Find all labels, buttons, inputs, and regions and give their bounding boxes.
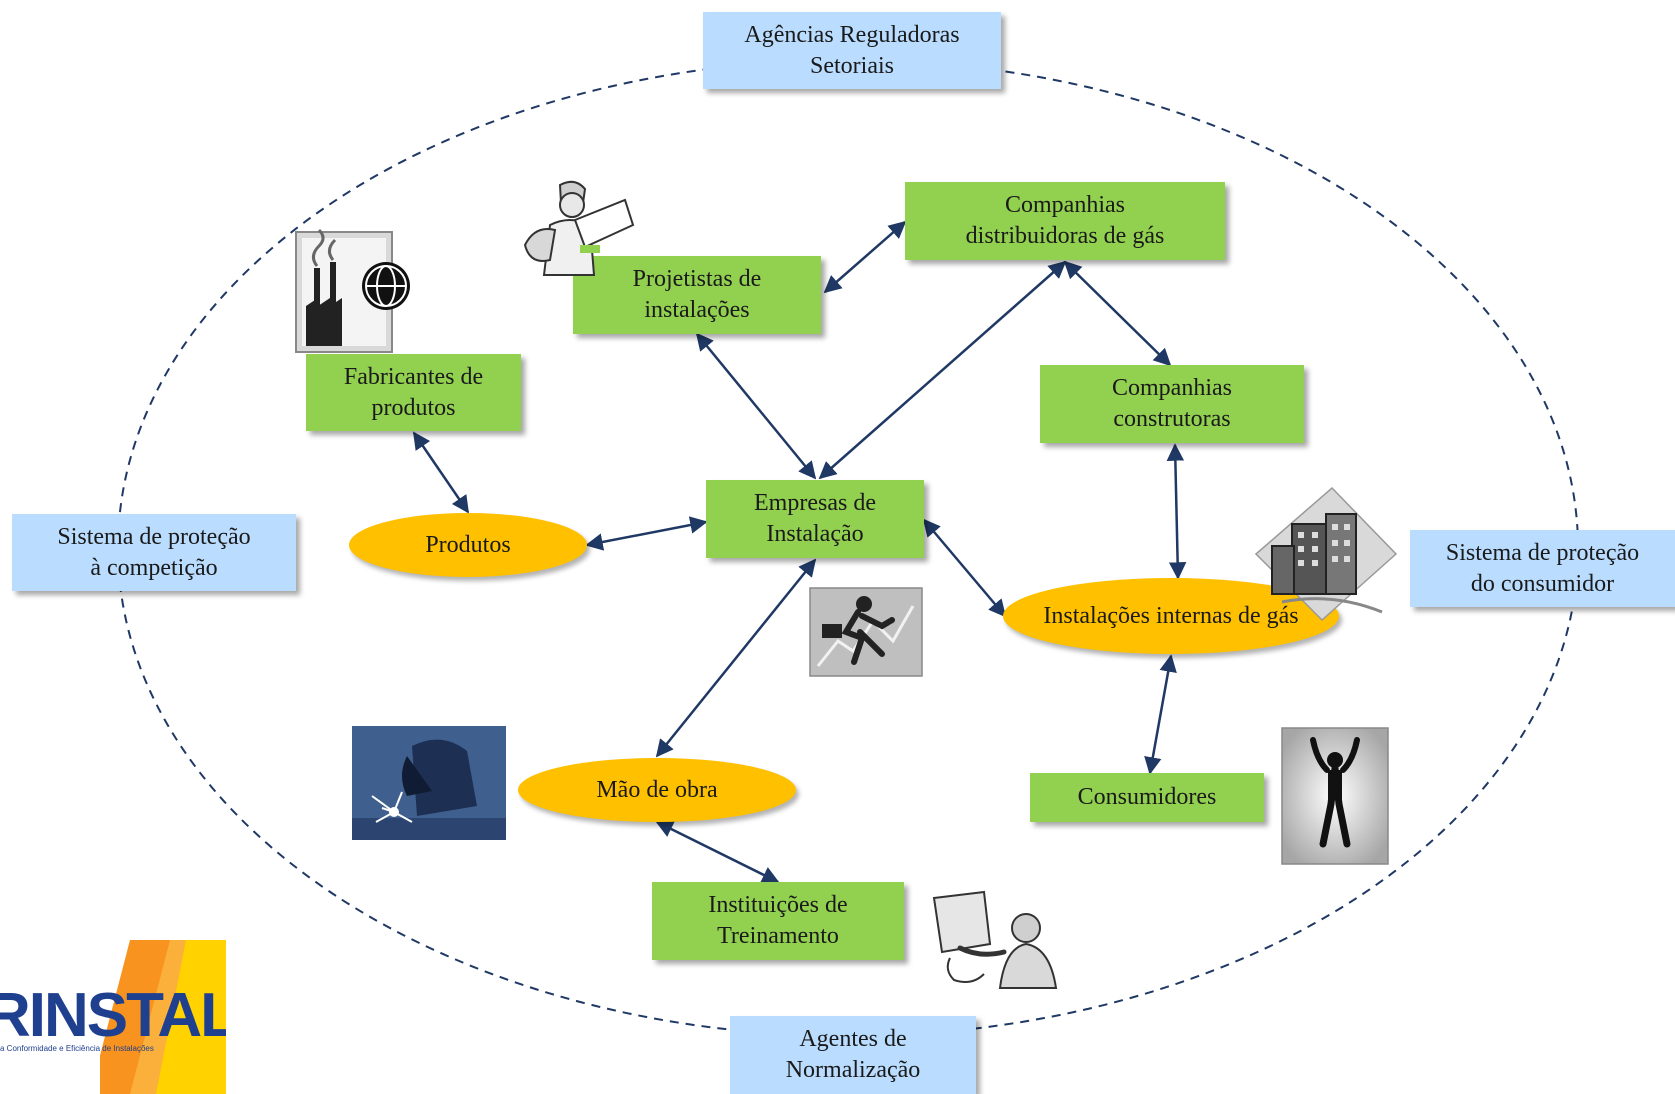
arrow-distributors-construction [1063, 260, 1172, 367]
consumer-protection-box: Sistema de proteção do consumidor [1410, 530, 1675, 607]
arrow-designers-distributors [823, 220, 907, 294]
arrow-gasinstall-consumers [1144, 654, 1177, 775]
regulatory-agencies-label: Agências Reguladoras Setoriais [744, 21, 960, 79]
person-arms-raised-icon [1281, 727, 1389, 865]
presenter-icon [932, 890, 1058, 989]
buildings-icon [1254, 486, 1398, 622]
labor-label: Mão de obra [596, 776, 718, 803]
competition-protection-box: Sistema de proteção à competição [12, 514, 296, 591]
logo-wordmark: RINSTAL [0, 981, 226, 1050]
gas-distributors-label: Companhias distribuidoras de gás [965, 192, 1165, 249]
arrow-construction-gasinstall [1166, 443, 1187, 580]
gas-distributors-box: Companhias distribuidoras de gás [905, 182, 1225, 260]
arrow-installers-gasinstall [922, 518, 1007, 618]
factory-globe-icon [295, 228, 410, 353]
engineer-with-plans-icon [523, 180, 635, 276]
standardization-agents-box: Agentes de Normalização [730, 1016, 976, 1094]
consumers-box: Consumidores [1030, 773, 1264, 822]
arrow-distributors-installers [818, 260, 1067, 480]
standardization-agents-label: Agentes de Normalização [785, 1026, 921, 1083]
installation-designers-box: Projetistas de instalações [573, 256, 821, 334]
consumer-protection-label: Sistema de proteção do consumidor [1445, 539, 1640, 597]
arrow-labor-training [655, 820, 780, 884]
products-ellipse: Produtos [349, 513, 587, 577]
arrow-installers-labor [655, 558, 817, 758]
regulatory-agencies-box: Agências Reguladoras Setoriais [703, 12, 1001, 89]
product-manufacturers-box: Fabricantes de produtos [306, 354, 521, 431]
logo-mark [100, 940, 226, 1094]
training-institutions-box: Instituições de Treinamento [652, 882, 904, 960]
consumers-label: Consumidores [1077, 784, 1217, 810]
installation-companies-label: Empresas de Instalação [754, 490, 876, 547]
product-manufacturers-label: Fabricantes de produtos [343, 363, 484, 421]
installation-companies-box: Empresas de Instalação [706, 480, 924, 558]
rinstal-logo: RINSTAL a Conformidade e Eficiência de I… [0, 940, 226, 1094]
businessman-running-icon [809, 587, 923, 677]
welder-icon [352, 726, 506, 840]
logo-tagline: a Conformidade e Eficiência de Instalaçõ… [0, 1044, 154, 1053]
labor-ellipse: Mão de obra [518, 758, 796, 822]
construction-companies-box: Companhias construtoras [1040, 365, 1304, 443]
arrow-products-installers [585, 516, 708, 551]
competition-protection-label: Sistema de proteção à competição [57, 523, 251, 581]
arrow-manufacturers-products [412, 431, 470, 514]
installation-designers-label: Projetistas de instalações [632, 266, 762, 323]
internal-gas-installations-label: Instalações internas de gás [1043, 602, 1299, 629]
products-label: Produtos [425, 531, 511, 558]
training-institutions-label: Instituições de Treinamento [708, 892, 848, 949]
construction-companies-label: Companhias construtoras [1112, 375, 1232, 432]
arrow-designers-installers [695, 332, 817, 480]
